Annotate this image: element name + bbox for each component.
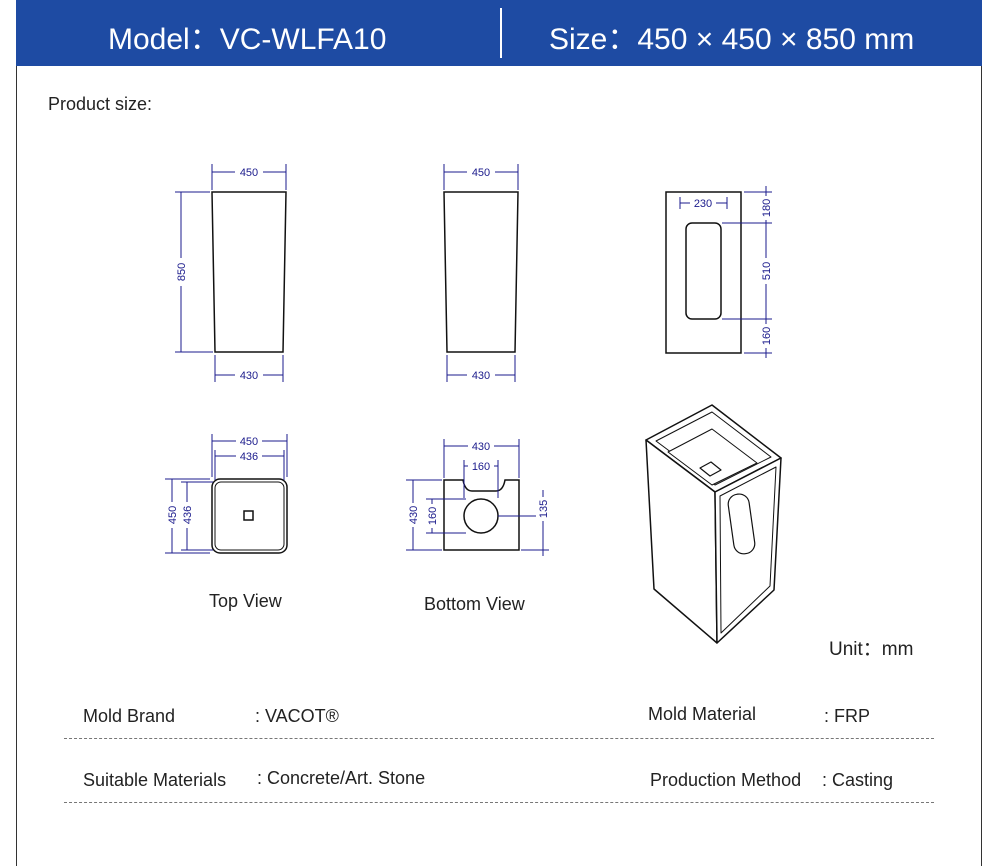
mold-material-label: Mold Material	[648, 704, 757, 724]
mold-brand-label: Mold Brand	[83, 706, 176, 726]
size-title: Size：450 × 450 × 850 mm	[549, 23, 915, 56]
side-bottom-dim: 430	[472, 370, 490, 382]
header-banner: Model：VC-WLFA10 Size：450 × 450 × 850 mm	[16, 0, 982, 66]
bottom-view-caption: Bottom View	[424, 594, 525, 614]
top-inner-v-dim: 436	[182, 506, 194, 524]
back-width-dim: 230	[694, 198, 712, 210]
back-view: 230 180 510 160	[665, 186, 773, 358]
top-outer-v-dim: 450	[167, 506, 179, 524]
production-method-label: Production Method	[650, 770, 802, 790]
front-bottom-dim: 430	[240, 370, 258, 382]
bottom-width-dim: 430	[472, 441, 490, 453]
bottom-hole-v-dim: 160	[427, 507, 439, 525]
top-view: 450 436 450 436	[165, 434, 288, 554]
back-bottom-dim: 160	[761, 327, 773, 345]
top-view-caption: Top View	[209, 591, 282, 611]
model-title: Model：VC-WLFA10	[108, 23, 387, 56]
bottom-height-dim: 430	[408, 506, 420, 524]
divider-line	[64, 738, 934, 739]
bottom-offset-dim: 135	[538, 500, 550, 518]
product-size-label: Product size:	[48, 94, 153, 114]
top-inner-dim: 436	[240, 451, 258, 463]
front-top-dim: 450	[240, 167, 258, 179]
mold-brand-value: : VACOT®	[255, 706, 339, 726]
back-top-dim: 180	[761, 199, 773, 217]
side-view: 450 430	[443, 164, 519, 382]
isometric-view	[645, 404, 782, 644]
divider-line	[64, 802, 934, 803]
front-view: 450 430 850	[174, 164, 287, 382]
suitable-materials-value: : Concrete/Art. Stone	[257, 768, 426, 788]
production-method-value: : Casting	[822, 770, 894, 790]
unit-label: Unit：mm	[829, 639, 914, 660]
suitable-materials-label: Suitable Materials	[83, 770, 227, 790]
front-height-dim: 850	[176, 263, 188, 281]
top-outer-dim: 450	[240, 436, 258, 448]
back-middle-dim: 510	[761, 262, 773, 280]
side-top-dim: 450	[472, 167, 490, 179]
mold-material-value: : FRP	[824, 706, 871, 726]
page-frame	[16, 0, 982, 866]
bottom-view: 430 160 430 160 135	[406, 439, 550, 556]
bottom-hole-dim: 160	[472, 461, 490, 473]
header-separator	[500, 8, 502, 58]
